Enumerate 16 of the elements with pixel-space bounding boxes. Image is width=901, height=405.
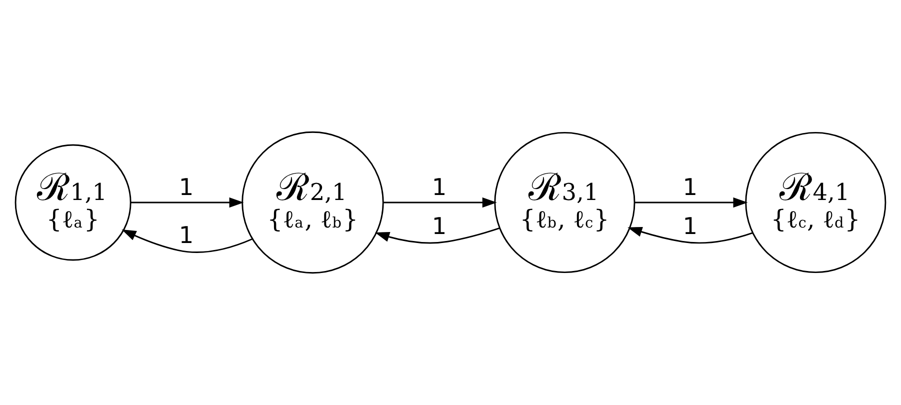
arrow — [122, 230, 252, 253]
arrow — [374, 227, 500, 244]
node-circle: ℛ4,1 {ℓc, ℓd} — [745, 132, 886, 274]
edge-label: 1 — [178, 174, 194, 201]
edge-label: 1 — [432, 213, 447, 240]
arrow — [628, 226, 753, 244]
edge-label: 1 — [432, 174, 447, 201]
edge-label: 1 — [682, 213, 698, 240]
node-circle: ℛ1,1 {ℓa} — [14, 144, 132, 261]
arrow — [130, 197, 244, 208]
node-circle: ℛ2,1 {ℓa, ℓb} — [242, 131, 384, 274]
arrow — [384, 197, 497, 208]
edge-label: 1 — [178, 222, 194, 249]
node-circle: ℛ3,1 {ℓb, ℓc} — [494, 132, 636, 274]
edge-label: 1 — [682, 174, 698, 201]
arrow — [634, 197, 748, 208]
